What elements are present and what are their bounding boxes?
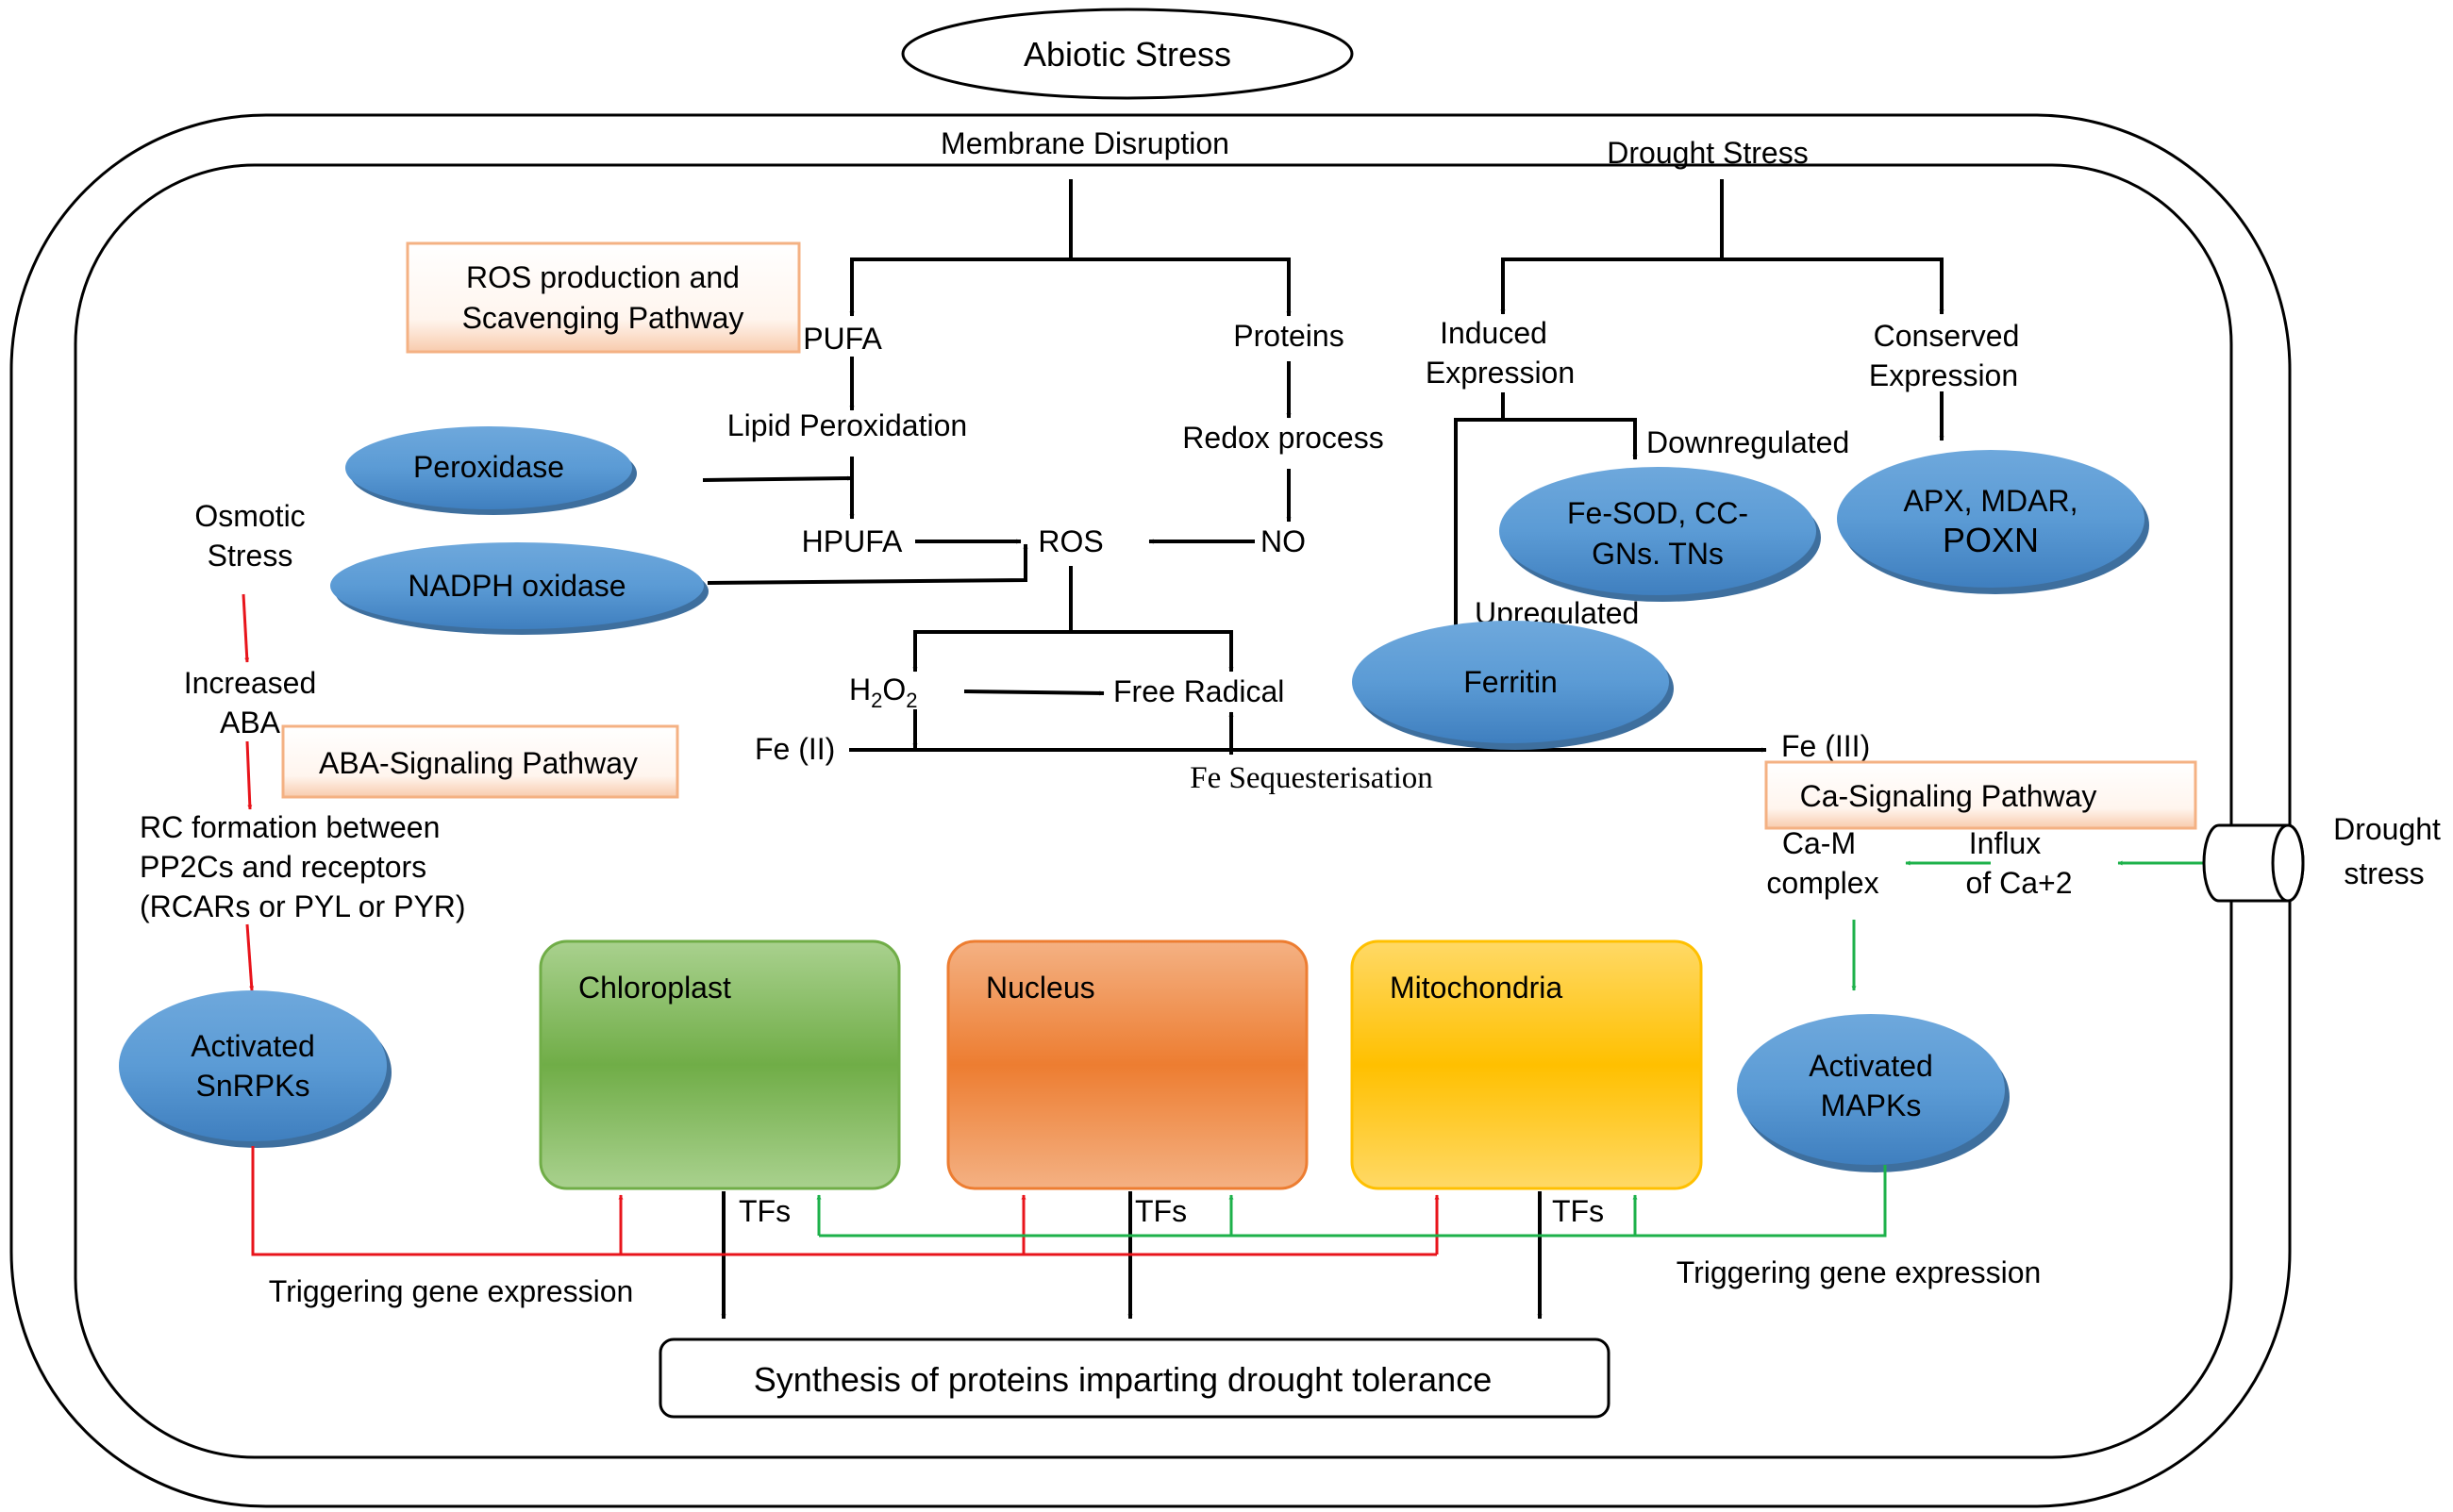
fe-sequestration-label: Fe Sequesterisation	[1190, 761, 1433, 795]
fesod-line2: GNs. TNs	[1592, 537, 1724, 571]
ros-pathway-label-line1: ROS production and	[466, 260, 740, 294]
snrpk-oval	[119, 990, 387, 1141]
cell-membrane-inner	[74, 163, 2233, 1459]
ca-pathway-label-box	[1764, 760, 2197, 830]
calcium-channel-opening	[2271, 823, 2305, 903]
abiotic-stress-oval	[901, 8, 1354, 100]
aba-pathway-label-box	[281, 724, 679, 799]
triggering-gene-expression-right: Triggering gene expression	[1677, 1255, 2042, 1289]
drought-stress-label: Drought Stress	[1607, 136, 1808, 170]
fesod-line1: Fe-SOD, CC-	[1567, 496, 1748, 530]
no-label: NO	[1260, 524, 1306, 558]
nadph-oxidase-label: NADPH oxidase	[408, 569, 626, 603]
chloroplast-label: Chloroplast	[578, 971, 731, 1005]
red-signal-line	[251, 1146, 1437, 1256]
snrpk-line2: SnRPKs	[196, 1069, 310, 1103]
arrow-nadph-to-ros	[707, 543, 1028, 585]
mapk-oval	[1737, 1014, 2005, 1165]
apx-line1: APX, MDAR,	[1904, 484, 2078, 518]
pufa-label: PUFA	[803, 322, 882, 356]
induced-line1: Induced	[1440, 316, 1547, 350]
rc-line3: (RCARs or PYL or PYR)	[140, 889, 466, 923]
ros-label: ROS	[1038, 524, 1103, 558]
ferritin-label: Ferritin	[1463, 665, 1558, 699]
h2o2-sub2: 2	[906, 689, 917, 712]
ca-pathway-label: Ca-Signaling Pathway	[1800, 779, 2097, 813]
synthesis-box	[659, 1338, 1610, 1419]
conserved-line2: Expression	[1869, 358, 2018, 392]
snrpk-line1: Activated	[191, 1029, 315, 1063]
conserved-line1: Conserved	[1874, 319, 2020, 353]
nadph-oxidase-oval	[330, 542, 704, 629]
mapk-line1: Activated	[1809, 1049, 1933, 1083]
mapk-line2: MAPKs	[1821, 1088, 1922, 1122]
ros-pathway-label-line2: Scavenging Pathway	[462, 301, 744, 335]
induced-split-connector	[1456, 392, 1635, 422]
fesod-oval	[1499, 467, 1816, 595]
nucleus-label: Nucleus	[986, 971, 1095, 1005]
aba-line1: Increased	[184, 666, 317, 700]
ferritin-oval	[1352, 621, 1669, 743]
fe3-label: Fe (III)	[1781, 729, 1870, 763]
redox-process-label: Redox process	[1182, 421, 1383, 455]
chloroplast-box	[539, 939, 901, 1190]
green-signal-line	[819, 1165, 1887, 1238]
drought-stress-side-line1: Drought	[2333, 812, 2441, 846]
hpufa-label: HPUFA	[802, 524, 903, 558]
downregulated-label: Downregulated	[1646, 425, 1849, 459]
mitochondria-label: Mitochondria	[1390, 971, 1562, 1005]
membrane-branch-connector	[852, 179, 1289, 261]
aba-line2: ABA	[220, 706, 281, 739]
arrow-peroxidase-to-lipid	[702, 475, 853, 482]
induced-line2: Expression	[1426, 356, 1575, 390]
synthesis-label: Synthesis of proteins imparting drought …	[754, 1360, 1492, 1399]
fe2-label: Fe (II)	[755, 732, 835, 766]
lipid-peroxidation-label: Lipid Peroxidation	[727, 408, 967, 442]
abiotic-stress-label: Abiotic Stress	[1024, 35, 1231, 74]
arrow-osmotic-to-aba	[242, 593, 250, 663]
cell-wall-outer	[9, 113, 2292, 1508]
apx-line2: POXN	[1943, 521, 2039, 559]
tfs-label-mitochondria: TFs	[1552, 1194, 1604, 1228]
cam-line1: Ca-M	[1782, 826, 1856, 860]
h2o2-label: H2O2	[849, 673, 918, 712]
nucleus-box	[946, 939, 1309, 1190]
mitochondria-box	[1350, 939, 1703, 1190]
rc-line1: RC formation between	[140, 810, 440, 844]
free-radical-label: Free Radical	[1113, 674, 1284, 708]
tfs-label-nucleus: TFs	[1135, 1194, 1187, 1228]
rc-line2: PP2Cs and receptors	[140, 850, 426, 884]
tfs-label-chloroplast: TFs	[739, 1194, 791, 1228]
apx-oval	[1837, 450, 2144, 588]
ros-pathway-label-box	[406, 241, 801, 354]
h2o2-h: H	[849, 673, 871, 706]
cam-line2: complex	[1766, 866, 1878, 900]
drought-branch-connector	[1503, 179, 1942, 261]
triggering-gene-expression-left: Triggering gene expression	[269, 1274, 634, 1308]
influx-line1: Influx	[1969, 826, 2041, 860]
arrow-aba-to-rc	[245, 740, 253, 810]
h2o2-o: O	[882, 673, 906, 706]
arrow-h2o2-to-free-radical	[963, 690, 1105, 696]
drought-stress-side-line2: stress	[2344, 856, 2424, 890]
osmotic-line2: Stress	[208, 539, 293, 573]
peroxidase-label: Peroxidase	[413, 450, 564, 484]
osmotic-line1: Osmotic	[194, 499, 305, 533]
proteins-label: Proteins	[1233, 319, 1343, 353]
h2o2-sub1: 2	[871, 689, 882, 712]
influx-line2: of Ca+2	[1966, 866, 2073, 900]
arrow-rc-to-snrpk	[245, 923, 255, 991]
aba-pathway-label: ABA-Signaling Pathway	[319, 746, 638, 780]
membrane-disruption-label: Membrane Disruption	[941, 126, 1229, 160]
peroxidase-oval	[345, 426, 632, 509]
